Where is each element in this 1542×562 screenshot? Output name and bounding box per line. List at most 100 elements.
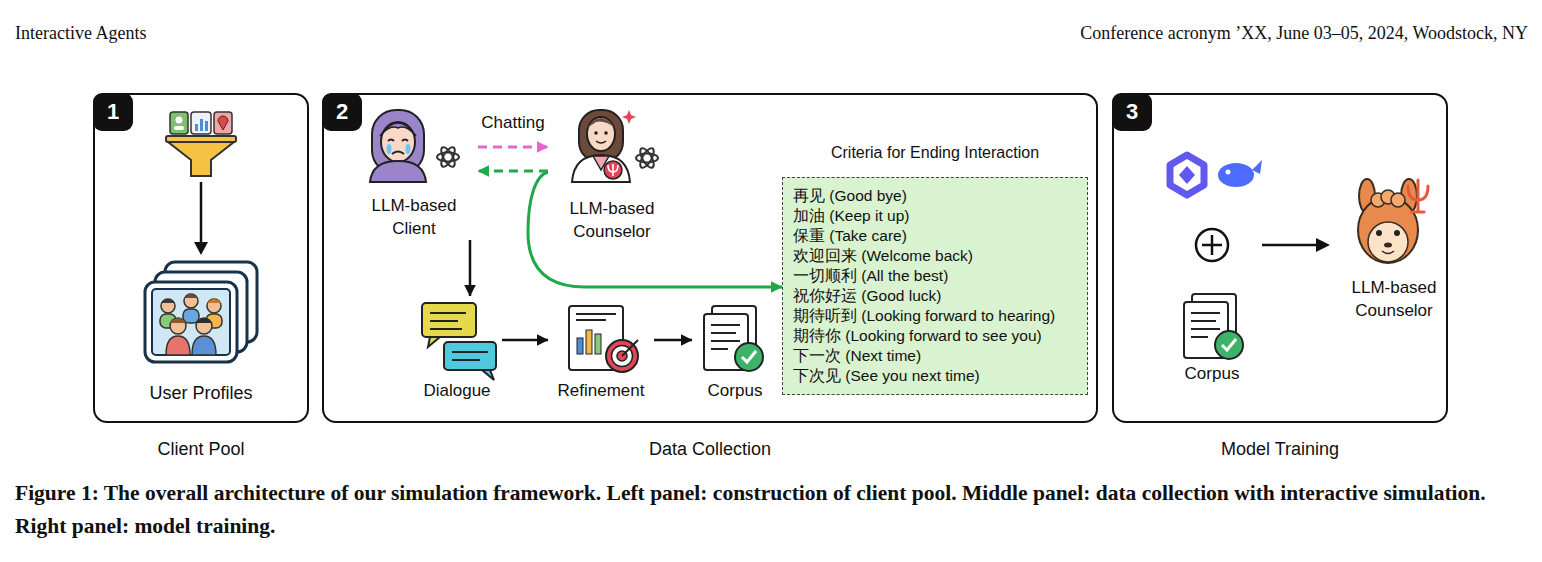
- node-label: Corpus: [692, 379, 778, 402]
- avatar-eye: [594, 131, 598, 135]
- criteria-item: 再见 (Good bye): [793, 186, 1087, 206]
- stage-panel: Client Pool1User Profiles: [93, 93, 309, 465]
- text-line: [1191, 312, 1220, 314]
- criteria-item: 欢迎回来 (Welcome back): [793, 246, 1087, 266]
- logo-loop: [636, 154, 658, 163]
- check-badge: [1215, 331, 1243, 359]
- gpt-logo: [437, 145, 459, 169]
- llama-eye: [1394, 230, 1400, 236]
- text-line: [576, 319, 606, 321]
- avatar-tear: [406, 144, 411, 154]
- logo-loop: [638, 146, 657, 170]
- whale-eye: [1226, 170, 1231, 175]
- deepseek-logo: [1218, 160, 1262, 187]
- criteria-item: 期待你 (Looking forward to see you): [793, 326, 1087, 346]
- llama-avatar: [1358, 179, 1428, 263]
- node-label: Dialogue: [412, 379, 502, 402]
- flow-connector: [654, 339, 692, 342]
- icon-node: LLM-based Client: [350, 104, 478, 240]
- step-number: 3: [1126, 100, 1138, 124]
- figure-caption: Figure 1: The overall architecture of ou…: [15, 477, 1530, 543]
- criteria-item: 保重 (Take care): [793, 226, 1087, 246]
- avatar-bangs: [587, 118, 615, 128]
- arrow-head: [194, 242, 208, 255]
- text-line: [576, 313, 616, 315]
- avatar-mouth: [392, 152, 404, 155]
- criteria-item: 一切顺利 (All the best): [793, 266, 1087, 286]
- qwen-logo: [1170, 155, 1204, 195]
- speech-bubble: [444, 342, 496, 370]
- text-line: [452, 359, 480, 361]
- plus-operator: [1196, 229, 1228, 261]
- flow-arrow: [1262, 238, 1330, 252]
- flow-arrow: [194, 182, 208, 255]
- white-coat: [572, 155, 630, 182]
- text-line: [711, 324, 740, 326]
- filter-funnel-icon: [166, 112, 236, 176]
- plus-bar: [1211, 235, 1214, 255]
- node-label: LLM-based Counselor: [557, 197, 667, 243]
- avatar-eye: [604, 131, 608, 135]
- text-line: [1191, 328, 1220, 330]
- arrow-head: [1316, 238, 1330, 252]
- plus-circle: [1196, 229, 1228, 261]
- criteria-item: 祝你好运 (Good luck): [793, 286, 1087, 306]
- person-hair: [170, 318, 186, 323]
- person-head: [184, 294, 198, 308]
- step-badge: 2: [322, 93, 362, 131]
- person-hair: [184, 294, 198, 298]
- stage-panel: Model Training3CorpusLLM-based Counselor: [1112, 93, 1448, 465]
- bubble-tail: [428, 337, 440, 347]
- refinement-icon: [569, 306, 638, 372]
- panel-frame: [93, 93, 309, 423]
- avatar-face: [587, 117, 615, 151]
- check-badge: [735, 343, 763, 371]
- psi-badge: [604, 161, 622, 179]
- icon-node: Dialogue: [412, 296, 502, 402]
- criteria-frame: 再见 (Good bye)加油 (Keep it up)保重 (Take car…: [782, 177, 1088, 395]
- gpt-logo: [636, 146, 658, 170]
- text-line: [430, 320, 458, 322]
- icon-node: User Profiles: [128, 256, 274, 405]
- dialogue-icon: [422, 303, 496, 380]
- chart-bar: [195, 124, 198, 131]
- step-badge: 3: [1112, 93, 1152, 131]
- step-number: 2: [336, 100, 348, 124]
- speech-bubble: [422, 303, 476, 337]
- icon-node: LLM-based Counselor: [548, 104, 676, 243]
- node-label: LLM-based Counselor: [1341, 276, 1447, 322]
- llama-head: [1358, 197, 1418, 263]
- check-mark: [1222, 339, 1236, 350]
- logo-core: [1179, 166, 1195, 184]
- avatar-face: [381, 122, 415, 162]
- node-label: LLM-based Client: [359, 194, 469, 240]
- logo-hexagon: [1170, 155, 1204, 195]
- text-line: [711, 348, 728, 350]
- avatar-body: [370, 161, 426, 182]
- whale-body: [1218, 163, 1254, 187]
- counselor-avatar: [572, 110, 636, 182]
- text-line: [1191, 336, 1208, 338]
- text-line: [1191, 320, 1216, 322]
- photo-frame: [152, 289, 230, 355]
- stage-panel: Data Collection2LLM-based ClientLLM-base…: [322, 93, 1098, 465]
- criteria-heading: Criteria for Ending Interaction: [782, 143, 1088, 163]
- running-head: Conference acronym ’XX, June 03–05, 2024…: [1080, 23, 1528, 44]
- person-hair: [207, 299, 221, 303]
- person-hair: [161, 299, 175, 303]
- icon-node: Corpus: [1160, 288, 1264, 385]
- text-line: [711, 340, 740, 342]
- whale-tail: [1252, 160, 1262, 174]
- step-badge: 1: [93, 93, 133, 131]
- chart-bar: [577, 338, 583, 354]
- llama-eye: [1376, 230, 1382, 236]
- text-line: [452, 351, 488, 353]
- user-profiles-icon: [145, 262, 257, 362]
- check-mark: [742, 351, 756, 362]
- stack-card: [145, 282, 237, 362]
- logo-loop: [437, 153, 459, 162]
- card-person: [176, 117, 183, 124]
- avatar-mouth: [596, 141, 606, 143]
